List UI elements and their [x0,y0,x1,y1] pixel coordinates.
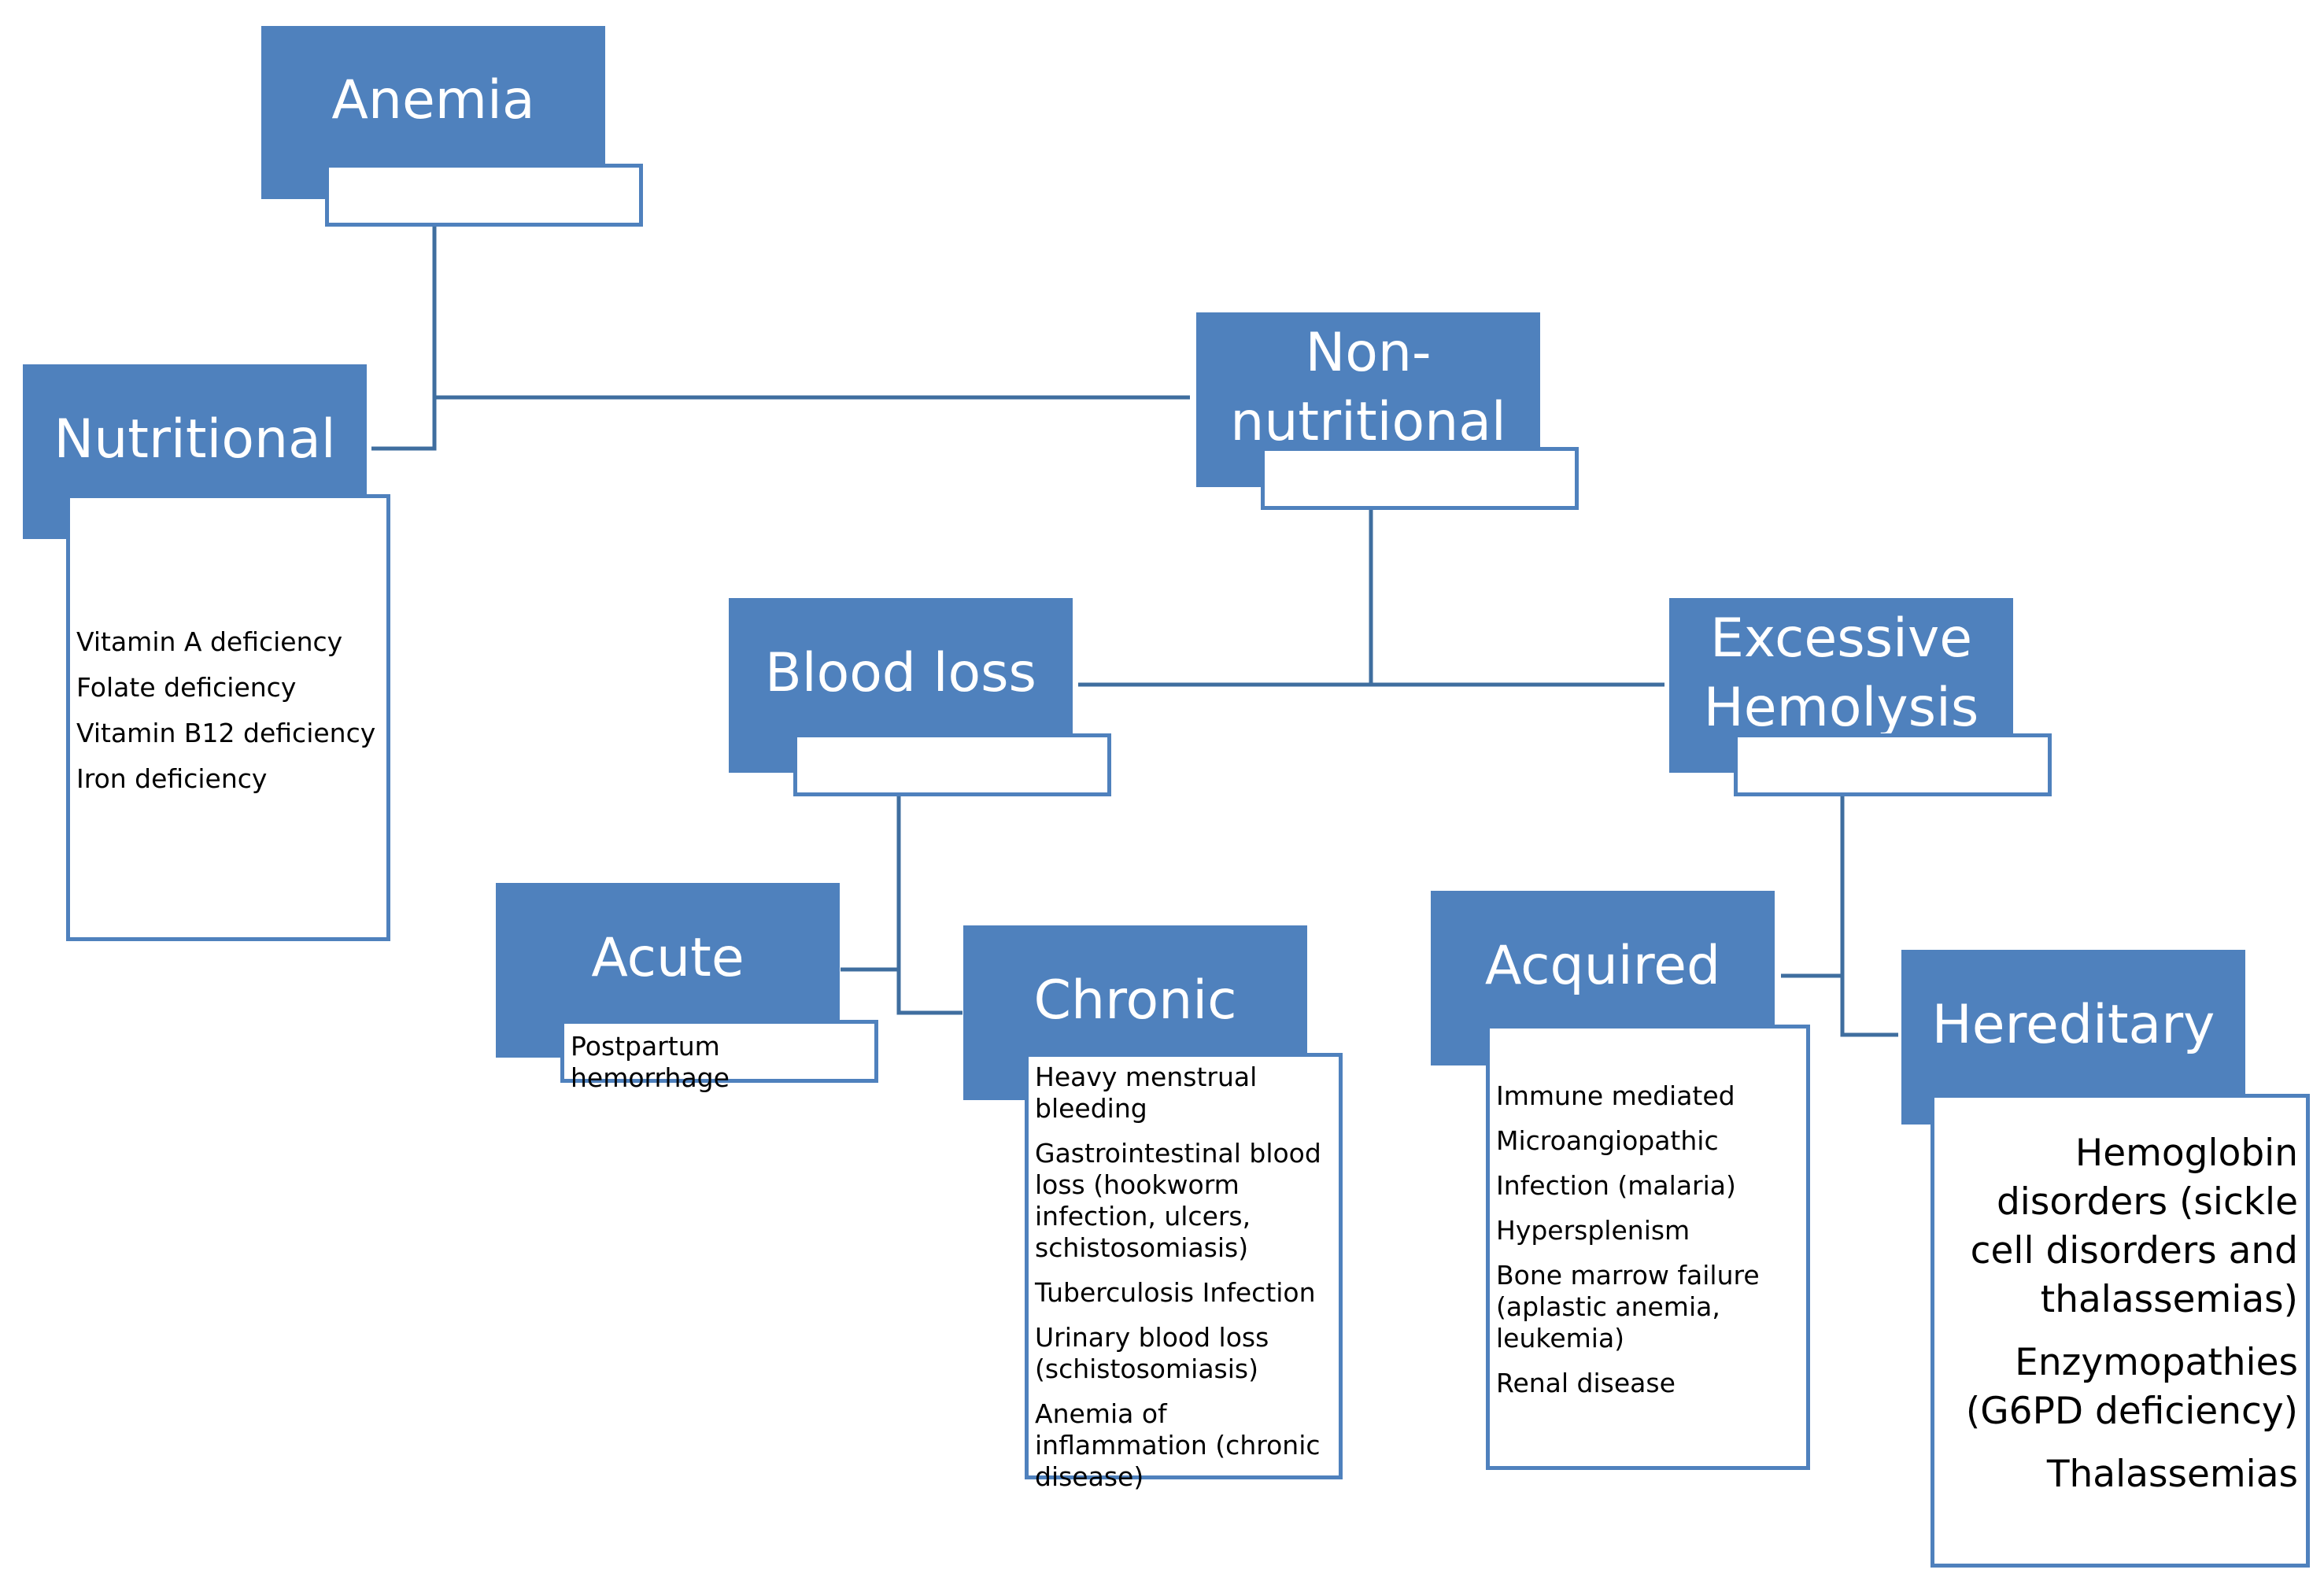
nutritional-item: Iron deficiency [76,763,268,794]
acquired-item: Immune mediated [1496,1080,1735,1111]
node-nutritional-list: Vitamin A deficiency Folate deficiency V… [66,494,390,941]
node-excessive-hemolysis-title-line2: Hemolysis [1703,677,1979,739]
node-non-nutritional-title-line2: nutritional [1230,391,1506,453]
connector-bloodloss-acute [841,796,901,972]
node-excessive-hemolysis-subbox [1734,733,2052,796]
hereditary-item: Thalassemias [2046,1453,2298,1496]
node-blood-loss-title: Blood loss [765,642,1036,704]
connector-bloodloss-chronic [896,969,962,1015]
node-hereditary-title: Hereditary [1931,994,2215,1056]
chronic-item: Gastrointestinal blood loss (hookworm in… [1035,1138,1321,1263]
node-acute-title: Acute [591,927,744,989]
nutritional-item: Vitamin B12 deficiency [76,718,376,748]
connector-anemia-nutritional [371,224,437,451]
node-anemia-title: Anemia [331,69,535,131]
node-blood-loss-subbox [793,733,1111,796]
acquired-item: Microangiopathic [1496,1125,1719,1156]
node-chronic-list: Heavy menstrual bleeding Gastrointestina… [1025,1053,1343,1492]
node-acquired-list: Immune mediated Microangiopathic Infecti… [1486,1025,1810,1470]
hereditary-item: Enzymopathies (G6PD deficiency) [1965,1341,2298,1433]
acquired-item: Renal disease [1496,1368,1676,1398]
node-excessive-hemolysis-title-line1: Excessive [1709,608,1973,670]
node-non-nutritional-title-line1: Non- [1305,322,1432,384]
acquired-item: Infection (malaria) [1496,1170,1736,1201]
node-non-nutritional-subbox [1261,447,1579,510]
nutritional-item: Folate deficiency [76,672,297,703]
connector-hemolysis-hereditary [1840,976,1898,1037]
chronic-item: Heavy menstrual bleeding [1035,1062,1258,1124]
acquired-item: Hypersplenism [1496,1215,1690,1246]
chronic-item: Urinary blood loss (schistosomiasis) [1035,1322,1269,1384]
node-acquired-title: Acquired [1484,935,1721,997]
acquired-item: Bone marrow failure (aplastic anemia, le… [1496,1260,1760,1353]
node-hereditary-list: Hemoglobin disorders (sickle cell disord… [1931,1094,2310,1568]
nutritional-item: Vitamin A deficiency [76,626,343,657]
node-acute-list: Postpartum hemorrhage [560,1020,878,1093]
connector-hemolysis-acquired [1781,796,1845,978]
node-chronic-title: Chronic [1033,969,1237,1032]
node-nutritional-title: Nutritional [54,408,336,471]
chronic-item: Tuberculosis Infection [1035,1277,1316,1308]
hereditary-item: Hemoglobin disorders (sickle cell disord… [1970,1132,2298,1321]
acute-item: Postpartum hemorrhage [571,1031,730,1093]
chronic-item: Anemia of inflammation (chronic disease) [1035,1398,1321,1492]
node-anemia-subbox [325,164,643,227]
